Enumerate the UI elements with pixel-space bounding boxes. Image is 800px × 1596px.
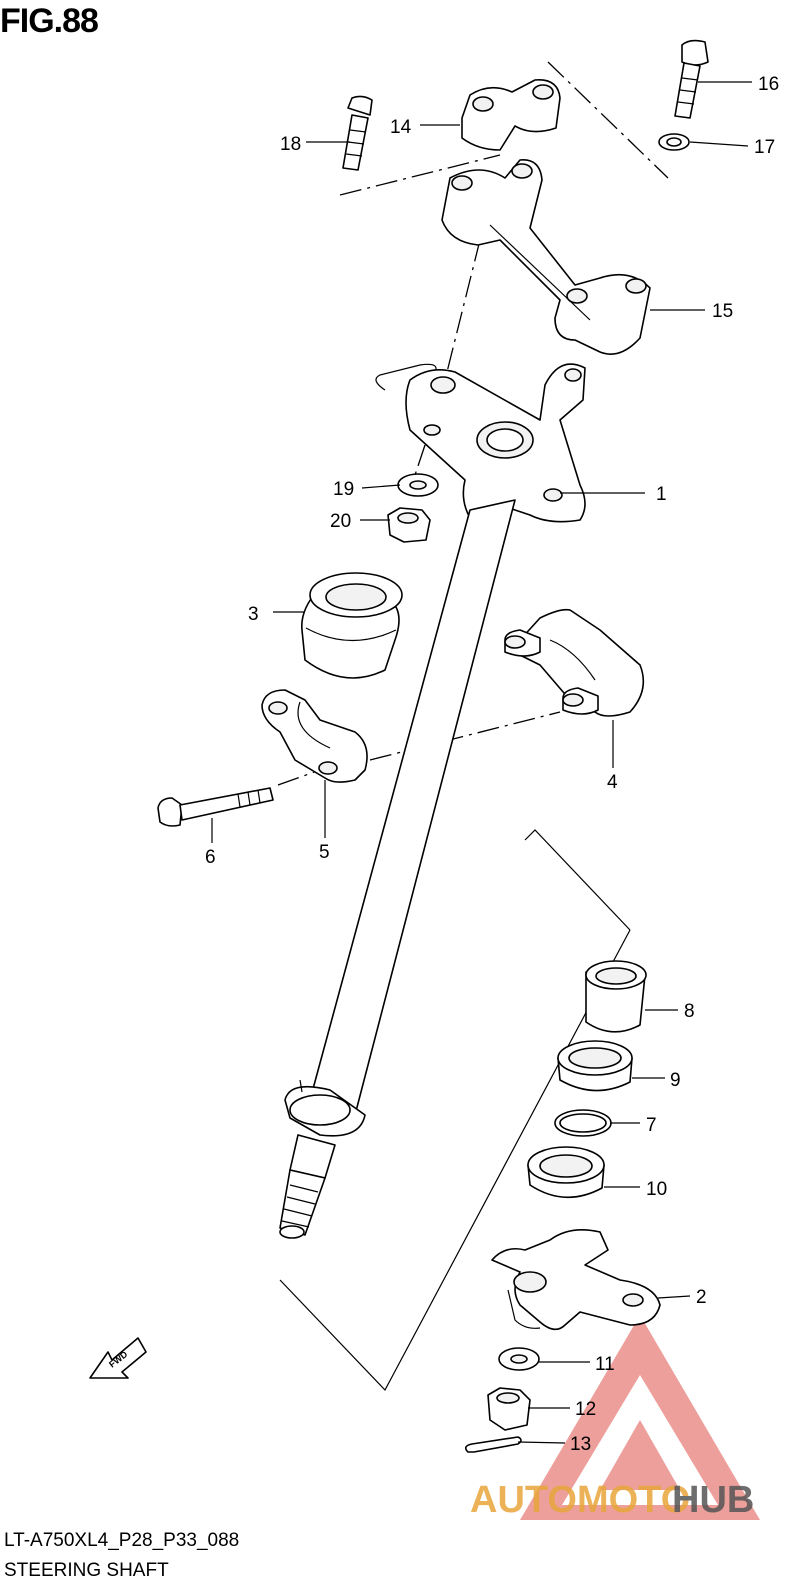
callout-8: 8 [684, 1001, 695, 1022]
callout-16: 16 [758, 74, 779, 95]
steering-bracket-lower [491, 1229, 661, 1331]
callout-14: 14 [390, 117, 412, 138]
callout-17: 17 [754, 137, 775, 158]
callout-18: 18 [280, 134, 301, 155]
callout-11: 11 [595, 1354, 615, 1375]
bolt-6 [157, 787, 274, 827]
bushing-holder-4 [504, 608, 645, 717]
callout-6: 6 [205, 847, 216, 868]
nut-12 [487, 1387, 531, 1431]
figure-name: STEERING SHAFT [4, 1560, 169, 1581]
callout-12: 12 [575, 1399, 596, 1420]
steering-bracket-upper [375, 363, 586, 523]
handlebar-holder-assembly [441, 159, 651, 355]
watermark-part-b: HUB [672, 1479, 754, 1521]
bushing-holder-5 [261, 689, 368, 783]
shaft-bushing-3 [301, 572, 403, 679]
callout-1: 1 [656, 484, 667, 505]
callout-15: 15 [712, 301, 733, 322]
washer-19 [397, 473, 439, 497]
cotter-pin-13 [464, 1436, 522, 1453]
bolt-18 [342, 95, 373, 171]
callout-5: 5 [319, 842, 330, 863]
callout-19: 19 [333, 479, 354, 500]
callout-9: 9 [670, 1070, 681, 1091]
callout-4: 4 [607, 772, 618, 793]
bearing-9 [557, 1040, 633, 1092]
callout-3: 3 [248, 604, 259, 625]
o-ring-7 [554, 1109, 612, 1137]
lock-washer-17 [658, 133, 690, 151]
callout-2: 2 [696, 1287, 707, 1308]
oil-seal-10 [527, 1146, 605, 1199]
callout-20: 20 [330, 511, 351, 532]
figure-title: FIG.88 [0, 2, 99, 40]
leader-lines [211, 81, 752, 1444]
watermark-text: AUTOMOTO HUB [470, 1479, 754, 1521]
callout-7: 7 [646, 1115, 657, 1136]
nut-20 [387, 507, 431, 543]
callout-10: 10 [646, 1179, 667, 1200]
callout-13: 13 [570, 1434, 591, 1455]
watermark-logo-icon [520, 1315, 760, 1520]
washer-11 [498, 1347, 540, 1371]
model-code: LT-A750XL4_P28_P33_088 [4, 1530, 240, 1551]
forward-arrow-icon: FWD [89, 1337, 147, 1379]
upper-handlebar-holder [461, 79, 561, 151]
bolt-16 [674, 39, 709, 119]
steering-shaft-tube [279, 499, 516, 1239]
bushing-8 [585, 960, 647, 1033]
watermark-part-a: AUTOMOTO [470, 1479, 690, 1521]
